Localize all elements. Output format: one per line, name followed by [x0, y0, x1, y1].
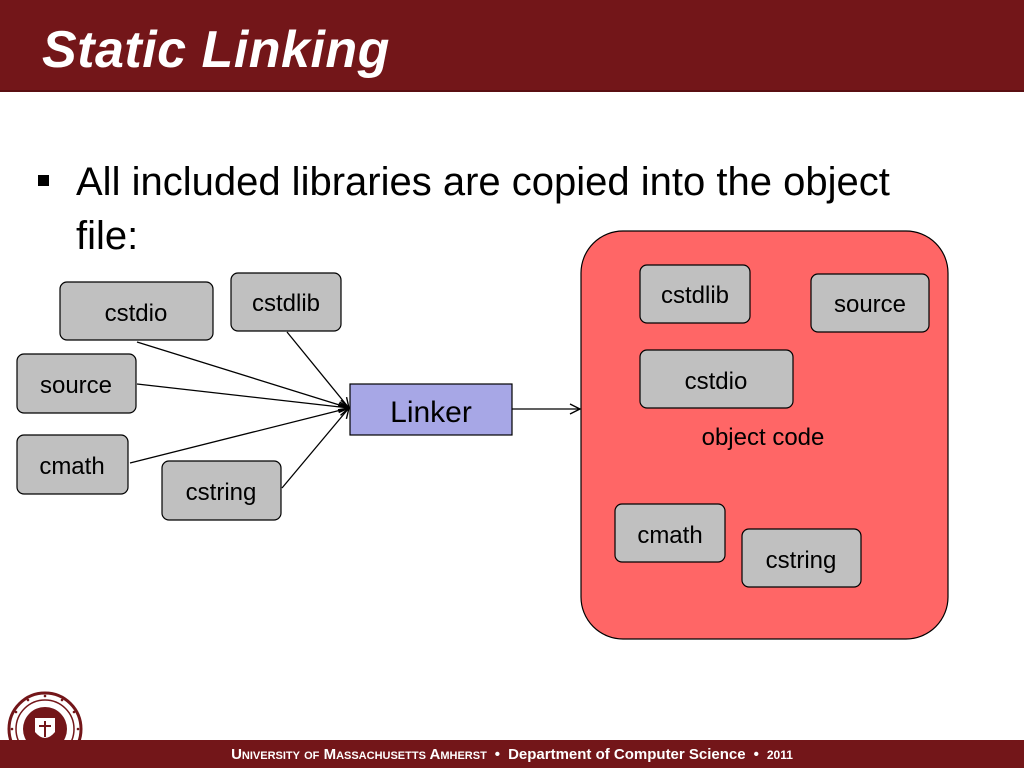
edge-cstring-linker	[281, 408, 349, 489]
edges	[129, 331, 580, 489]
output-node-cmath-label: cmath	[637, 522, 702, 549]
square-bullet-icon	[38, 175, 49, 186]
node-cstdlib-label: cstdlib	[252, 290, 320, 317]
output-node-cmath: cmath	[614, 503, 726, 563]
edge-source-linker	[136, 383, 349, 408]
node-cmath-label: cmath	[39, 453, 104, 480]
node-cstdio-label: cstdio	[105, 300, 168, 327]
linker-box: Linker	[349, 383, 513, 436]
footer-university: University of Massachusetts Amherst	[231, 746, 487, 763]
node-cmath: cmath	[16, 434, 129, 495]
output-node-cstring: cstring	[741, 528, 862, 588]
node-cstdio: cstdio	[59, 281, 214, 341]
node-cstring-label: cstring	[186, 479, 257, 506]
output-node-cstdlib: cstdlib	[639, 264, 751, 324]
footer-separator-1: •	[494, 746, 501, 763]
output-node-cstdlib-label: cstdlib	[661, 282, 729, 309]
node-cstdlib: cstdlib	[230, 272, 342, 332]
edge-cmath-linker	[129, 408, 349, 464]
output-node-cstring-label: cstring	[766, 547, 837, 574]
footer-year: 2011	[766, 748, 793, 762]
output-node-source: source	[810, 273, 930, 333]
slide-title: Static Linking	[42, 21, 390, 79]
node-source: source	[16, 353, 137, 414]
footer-text: University of Massachusetts Amherst • Depa…	[0, 746, 1024, 763]
output-node-cstdio: cstdio	[639, 349, 794, 409]
output-node-source-label: source	[834, 291, 906, 318]
bullet-text: All included libraries are copied into t…	[76, 160, 890, 258]
node-source-label: source	[40, 372, 112, 399]
edge-cstdio-linker	[136, 341, 349, 408]
node-cstring: cstring	[161, 460, 282, 521]
linker-label: Linker	[390, 396, 472, 429]
footer-separator-2: •	[753, 746, 759, 763]
title-bar: Static Linking	[0, 0, 1024, 92]
output-node-cstdio-label: cstdio	[685, 368, 748, 395]
footer-department: Department of Computer Science	[508, 746, 746, 763]
edge-cstdlib-linker	[286, 331, 349, 408]
footer-bar: University of Massachusetts Amherst • Depa…	[0, 740, 1024, 768]
object-code-label: object code	[702, 424, 825, 451]
